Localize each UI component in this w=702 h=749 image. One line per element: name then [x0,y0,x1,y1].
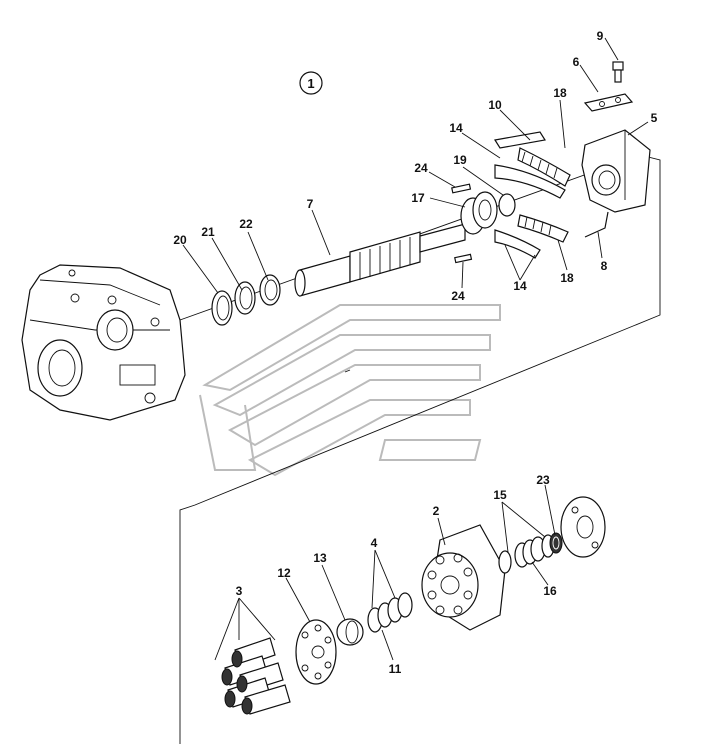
callout-18-lower: 18 [560,271,574,285]
screw-9 [612,61,624,83]
roller-bearing-18-upper [517,147,571,187]
callout-5: 5 [651,111,658,125]
callout-6: 6 [573,55,580,69]
callout-7: 7 [307,197,314,211]
pin-8 [584,211,609,238]
callout-8: 8 [601,259,608,273]
callout-labels: 9 6 5 10 18 14 24 19 17 7 22 21 20 8 18 … [173,29,657,676]
brand-logo-watermark [199,304,501,477]
leader-lines [182,37,649,661]
callout-24-lower: 24 [451,289,465,303]
pistons-3 [221,637,291,715]
callout-18-upper: 18 [553,86,567,100]
roller-bearing-18-lower [517,214,569,243]
ring-15-left [498,550,512,574]
callout-12: 12 [277,566,291,580]
callout-24-upper: 24 [414,161,428,175]
plate-6 [583,93,634,112]
ball-guide-13 [336,618,364,646]
valve-plate [560,496,606,558]
figure-number: 1 [307,76,314,91]
pump-housing [21,264,186,421]
callout-9: 9 [597,29,604,43]
callout-22: 22 [239,217,253,231]
callout-13: 13 [313,551,327,565]
callout-15: 15 [493,488,507,502]
callout-14-lower: 14 [513,279,527,293]
callout-14-upper: 14 [449,121,463,135]
spring-4 [367,592,413,633]
cylinder-barrel-2 [421,524,506,631]
callout-19: 19 [453,153,467,167]
snap-ring-22 [259,274,281,306]
ring-23 [549,532,563,554]
snap-ring-20 [211,290,233,326]
pin-24-lower [454,253,473,264]
spring-16 [514,536,546,568]
ring-19 [498,193,516,217]
drive-shaft-7 [294,223,466,297]
callout-17: 17 [411,191,425,205]
bearing-17 [460,191,498,235]
swashplate-5 [581,129,651,213]
washer-21 [234,281,256,315]
retainer-plate-12 [295,619,337,685]
callout-23: 23 [536,473,550,487]
callout-11: 11 [389,662,402,676]
figure-number-badge: 1 [299,71,323,95]
callout-16: 16 [543,584,557,598]
callout-4: 4 [371,536,378,550]
clip-10 [494,131,546,149]
callout-3: 3 [236,584,243,598]
callout-21: 21 [201,225,215,239]
callout-2: 2 [433,504,440,518]
bearing-half-14-lower [494,229,541,259]
bearing-half-14-upper [494,164,566,199]
pin-24-upper [451,183,472,194]
callout-20: 20 [173,233,187,247]
callout-10: 10 [488,98,502,112]
